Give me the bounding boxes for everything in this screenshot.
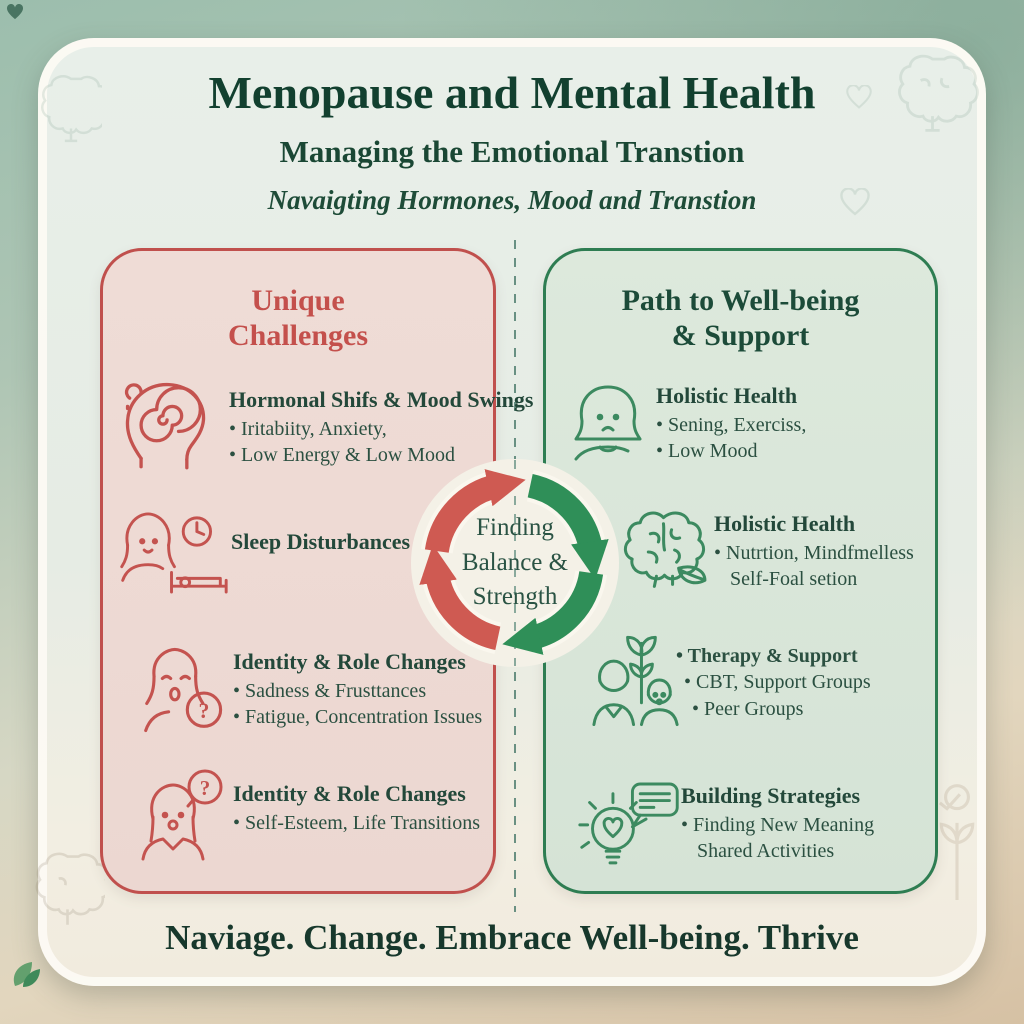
item-bullet: • Self-Esteem, Life Transitions [233, 812, 480, 834]
heart-watermark [846, 85, 872, 109]
mind-spiral-icon [124, 382, 206, 470]
item-bullet: • Nutrtion, Mindfmelless [714, 542, 914, 564]
brain-leaf-icon [623, 511, 707, 588]
challenges-panel-title: Unique Challenges [227, 284, 368, 353]
page-subtitle: Managing the Emotional Transtion [279, 134, 745, 169]
sad-face-question-icon: ? [144, 647, 223, 733]
page-tagline-top: Navaigting Hormones, Mood and Transtion [267, 185, 757, 215]
item-bullet: • Sadness & Frusttances [233, 680, 427, 702]
cycle-center-label: Finding Balance & Strength [461, 514, 569, 611]
footer-tagline-text: Naviage. Change. Embrace Well-being. Thr… [165, 918, 859, 957]
balance-cycle-diagram: Finding Balance & Strength [404, 452, 626, 674]
item-bullet: • Iritabiity, Anxiety, [229, 418, 387, 440]
item-title: Sleep Disturbances [231, 529, 411, 554]
item-bullet: • Fatigue, Concentration Issues [233, 706, 483, 729]
item-title: Building Strategies [681, 783, 861, 808]
heart-watermark [840, 188, 870, 216]
heart-watermark [6, 4, 24, 20]
item-title: Identity & Role Changes [233, 649, 466, 674]
item-bullet: • Sening, Exerciss, [656, 414, 807, 436]
item-bullet: • Low Mood [656, 440, 758, 463]
item-bullet: • Low Energy & Low Mood [229, 444, 456, 467]
leaf-icon [13, 962, 40, 987]
wellbeing-panel: Path to Well-being & Support Holistic He… [543, 248, 938, 894]
item-bullet: Self-Foal setion [730, 568, 858, 591]
item-title: Hormonal Shifs & Mood Swings [229, 387, 534, 412]
wellbeing-panel-title: Path to Well-being & Support [621, 284, 860, 353]
brain-watermark [35, 852, 105, 925]
item-bullet: • CBT, Support Groups [684, 671, 871, 694]
item-bullet: • Finding New Meaning [681, 814, 875, 836]
brain-watermark [41, 75, 102, 143]
svg-text:?: ? [200, 776, 211, 800]
woman-question-icon: ? [141, 769, 223, 861]
item-bullet: • Therapy & Support [676, 645, 858, 667]
people-plant-icon [592, 635, 679, 727]
sprout-watermark [938, 784, 975, 900]
sad-woman-icon [574, 385, 642, 461]
cycle-arrows-icon [411, 459, 619, 667]
item-title: Holistic Health [656, 383, 798, 408]
sleep-clock-bed-icon [120, 512, 228, 594]
footer-tagline: Naviage. Change. Embrace Well-being. Thr… [0, 918, 1024, 988]
item-title: Identity & Role Changes [233, 781, 466, 806]
item-title: Holistic Health [714, 511, 856, 536]
item-bullet: • Peer Groups [692, 697, 804, 720]
item-bullet: Shared Activities [697, 840, 835, 863]
svg-text:?: ? [198, 699, 209, 723]
page-title: Menopause and Mental Health [208, 67, 816, 118]
brain-watermark [898, 54, 979, 132]
lightbulb-chat-icon [578, 782, 679, 865]
